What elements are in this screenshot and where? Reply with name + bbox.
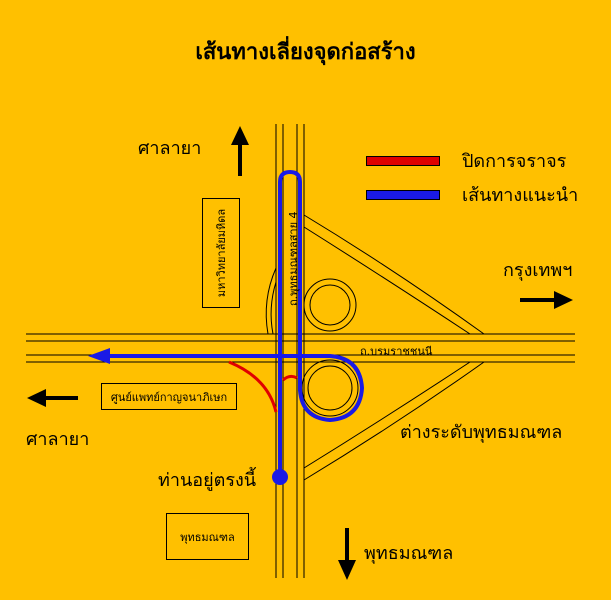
place-university-label: มหาวิทยาลัยมหิดล xyxy=(215,208,228,298)
recommended-route xyxy=(98,354,364,422)
place-medical-center-box: ศูนย์แพทย์กาญจนาภิเษก xyxy=(101,383,237,410)
route-arrowhead-icon xyxy=(88,348,110,364)
interchange-label: ต่างระดับพุทธมณฑล xyxy=(400,422,563,443)
legend-closed: ปิดการจราจร xyxy=(366,146,566,175)
ramp-loop-ne xyxy=(303,278,357,332)
ramp-ne-outer xyxy=(303,226,471,335)
direction-east-label: กรุงเทพฯ xyxy=(503,260,573,281)
closed-route xyxy=(282,374,298,382)
arrow-left-icon xyxy=(27,389,78,407)
legend-closed-label: ปิดการจราจร xyxy=(462,151,567,172)
road-name-vertical: ถ.พุทธมณฑลสาย 4 xyxy=(287,211,300,306)
direction-west-label: ศาลายา xyxy=(26,429,90,450)
place-university-box: มหาวิทยาลัยมหิดล xyxy=(202,198,240,308)
legend-closed-swatch xyxy=(366,155,440,166)
road-name-horizontal: ถ.บรมราชชนนี xyxy=(360,345,433,358)
ramp-loop-se xyxy=(301,359,359,417)
recommended-route xyxy=(278,170,302,479)
ramp-se-outer xyxy=(303,361,471,469)
legend-recommended-swatch xyxy=(366,189,440,200)
place-buddhamonthon-box: พุทธมณฑล xyxy=(166,513,249,560)
ramp-loop-se xyxy=(307,365,353,411)
ramp-se-outer xyxy=(303,361,485,481)
you-are-here-dot-icon xyxy=(272,469,288,485)
arrow-down-icon xyxy=(338,528,356,580)
direction-north-label: ศาลายา xyxy=(138,138,202,159)
arrow-up-icon xyxy=(231,126,249,176)
ramp-nw xyxy=(265,267,277,335)
arrow-right-icon xyxy=(520,291,573,309)
legend-recommended: เส้นทางแนะนำ xyxy=(366,180,578,209)
legend-recommended-label: เส้นทางแนะนำ xyxy=(462,185,579,206)
you-are-here-label: ท่านอยู่ตรงนี้ xyxy=(158,470,257,491)
ramp-ne-outer xyxy=(303,214,485,335)
ramp-nw xyxy=(270,281,277,335)
place-medical-center-label: ศูนย์แพทย์กาญจนาภิเษก xyxy=(110,390,228,404)
place-buddhamonthon-label: พุทธมณฑล xyxy=(180,530,235,544)
closed-route xyxy=(228,360,278,413)
ramp-loop-ne xyxy=(309,284,351,326)
direction-south-label: พุทธมณฑล xyxy=(364,543,454,564)
page-title: เส้นทางเลี่ยงจุดก่อสร้าง xyxy=(195,40,416,65)
